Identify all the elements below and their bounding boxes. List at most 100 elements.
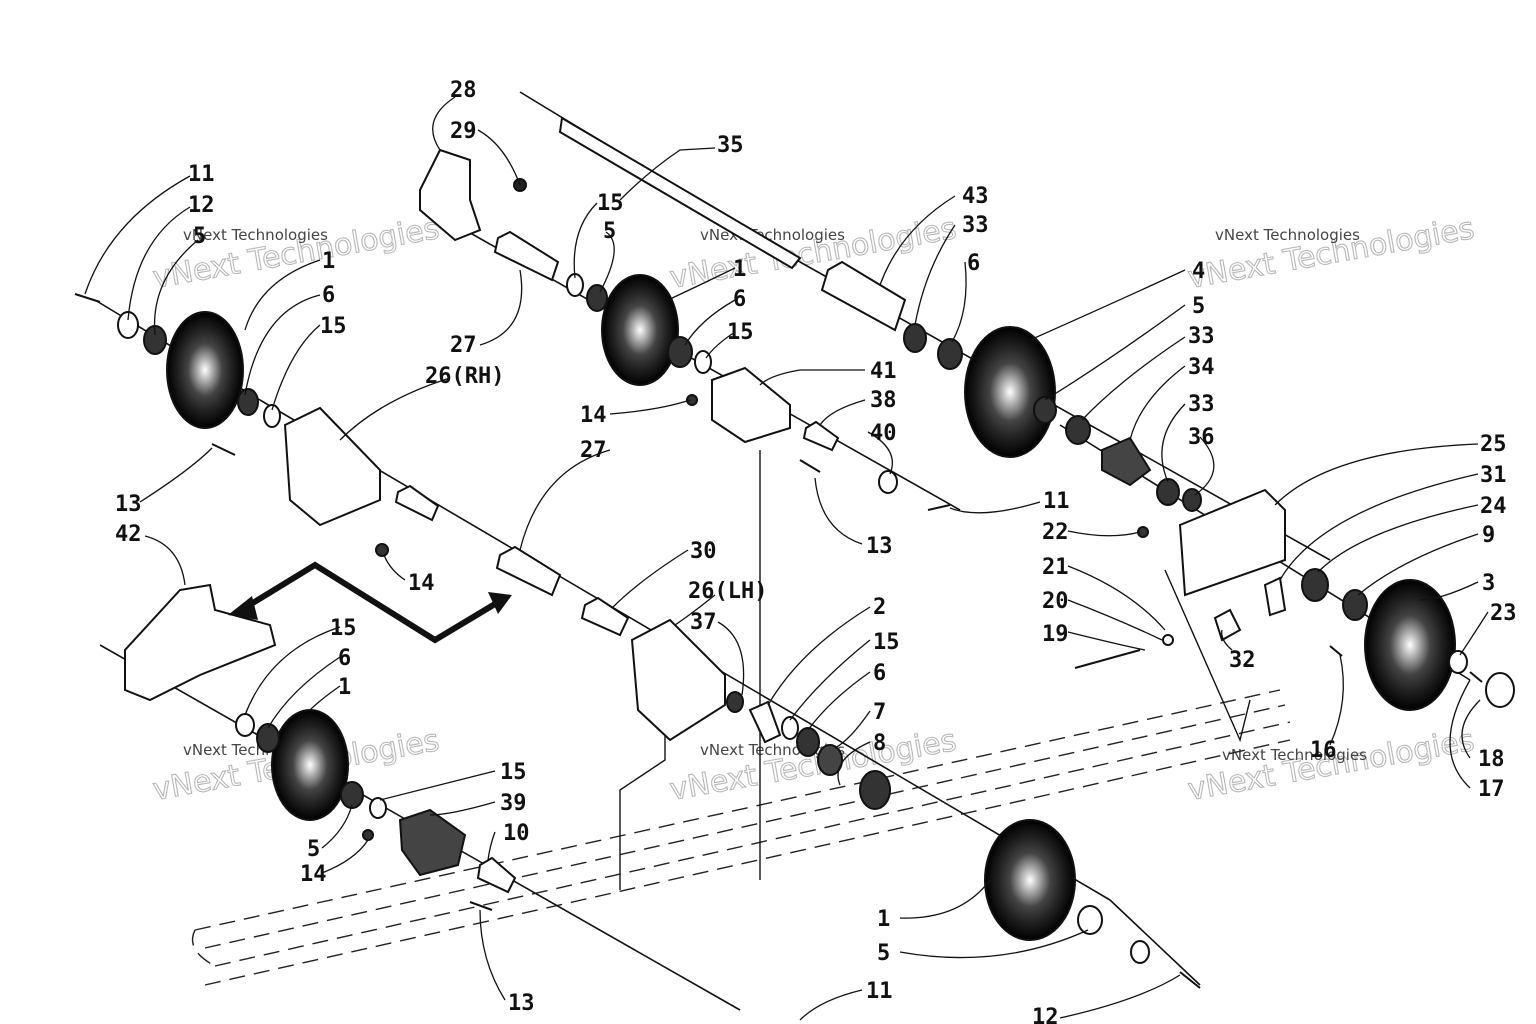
wheel-1-lower [271, 709, 349, 821]
bracket-26-lh [630, 618, 726, 742]
washer-12 [117, 311, 139, 339]
cap-18 [1485, 672, 1515, 708]
plate-25 [1178, 488, 1286, 597]
callout-29: 29 [450, 119, 477, 144]
callout-34: 34 [1188, 355, 1215, 380]
watermark-big: vNext Technologies [1185, 211, 1477, 296]
callout-1: 1 [733, 257, 746, 282]
clamp-31 [1263, 576, 1287, 617]
spacer-6 [237, 388, 259, 416]
bushing-33 [903, 323, 927, 353]
callout-14: 14 [300, 862, 327, 887]
nut-14-c [362, 829, 374, 841]
callout-27: 27 [450, 333, 477, 358]
callout-31: 31 [1480, 463, 1507, 488]
callout-5: 5 [877, 941, 890, 966]
callout-3: 3 [1482, 571, 1495, 596]
nut-20 [1162, 634, 1174, 646]
callout-15: 15 [320, 314, 347, 339]
callout-5: 5 [307, 837, 320, 862]
bolt-13-b [799, 459, 821, 473]
callout-12: 12 [1032, 1005, 1059, 1024]
nut-14-b [686, 394, 698, 406]
bolt-13 [211, 443, 236, 456]
pin-38 [802, 420, 840, 452]
callout-19: 19 [1042, 622, 1069, 647]
washer-12-bottom [1130, 940, 1150, 964]
callout-26-rh: 26(RH) [425, 364, 504, 389]
callout-18: 18 [1478, 747, 1505, 772]
callout-43: 43 [962, 184, 989, 209]
spacer-5-right [1033, 396, 1057, 424]
wheel-1-left [166, 311, 244, 429]
spacer-10 [476, 856, 517, 894]
callout-41: 41 [870, 359, 897, 384]
callout-9: 9 [1482, 523, 1495, 548]
watermark-big: vNext Technologies [667, 211, 959, 296]
callout-12: 12 [188, 193, 215, 218]
callout-4: 4 [1192, 259, 1205, 284]
wheel-3 [1364, 579, 1456, 711]
bearing-8 [859, 770, 891, 810]
callout-25: 25 [1480, 432, 1507, 457]
bolt-16 [1329, 645, 1343, 657]
callout-labels: 28 29 35 11 12 5 1 6 15 26(RH) 27 15 5 1… [115, 78, 1517, 1024]
callout-15: 15 [597, 191, 624, 216]
bushing-33-c [1156, 478, 1180, 506]
spacer-6-right [937, 338, 963, 370]
callout-16: 16 [1310, 738, 1337, 763]
track-frame-rail [191, 450, 1291, 986]
spacer-30 [580, 596, 630, 637]
callout-11: 11 [188, 162, 215, 187]
callout-15: 15 [330, 616, 357, 641]
bolt-11-c [1179, 971, 1201, 989]
callout-36: 36 [1188, 425, 1215, 450]
bushing-33-b [1065, 415, 1091, 445]
callout-17: 17 [1478, 777, 1505, 802]
callout-14: 14 [580, 403, 607, 428]
spacer-6-top [667, 336, 693, 368]
callout-20: 20 [1042, 589, 1069, 614]
parts [74, 116, 1515, 989]
callout-37: 37 [690, 610, 717, 635]
callout-33: 33 [962, 213, 989, 238]
callout-5: 5 [193, 224, 206, 249]
callout-6: 6 [967, 251, 980, 276]
block-2 [748, 700, 782, 744]
bearing-24 [1301, 568, 1329, 602]
callout-1: 1 [338, 675, 351, 700]
washer-40 [878, 470, 898, 494]
watermark-small: vNext Technologies [1215, 226, 1360, 244]
spacer-6-d [796, 727, 820, 757]
bracket-28 [419, 148, 482, 242]
spacer-5-top [586, 284, 608, 312]
callout-7: 7 [873, 700, 886, 725]
ring-7 [817, 744, 843, 776]
callout-1: 1 [322, 249, 335, 274]
callout-21: 21 [1042, 555, 1069, 580]
callout-13: 13 [508, 991, 535, 1016]
callout-15: 15 [873, 630, 900, 655]
callout-39: 39 [500, 791, 527, 816]
spacer-27-center [495, 545, 562, 597]
bolt-19 [1074, 649, 1141, 669]
callout-1: 1 [877, 907, 890, 932]
callout-6: 6 [733, 287, 746, 312]
callout-40: 40 [870, 421, 897, 446]
callout-24: 24 [1480, 494, 1507, 519]
bracket-41 [711, 366, 791, 444]
callout-28: 28 [450, 78, 477, 103]
wheel-1-bottom [984, 819, 1076, 941]
nut-14 [375, 543, 389, 557]
callout-42: 42 [115, 522, 142, 547]
callout-35: 35 [717, 133, 744, 158]
callout-13: 13 [115, 492, 142, 517]
washer-15-e [235, 713, 255, 737]
washer-15 [263, 404, 281, 428]
callout-5: 5 [1192, 294, 1205, 319]
callout-5: 5 [603, 219, 616, 244]
spacer-43 [820, 260, 907, 332]
callout-11: 11 [866, 979, 893, 1004]
spacer-27-top [493, 230, 560, 282]
